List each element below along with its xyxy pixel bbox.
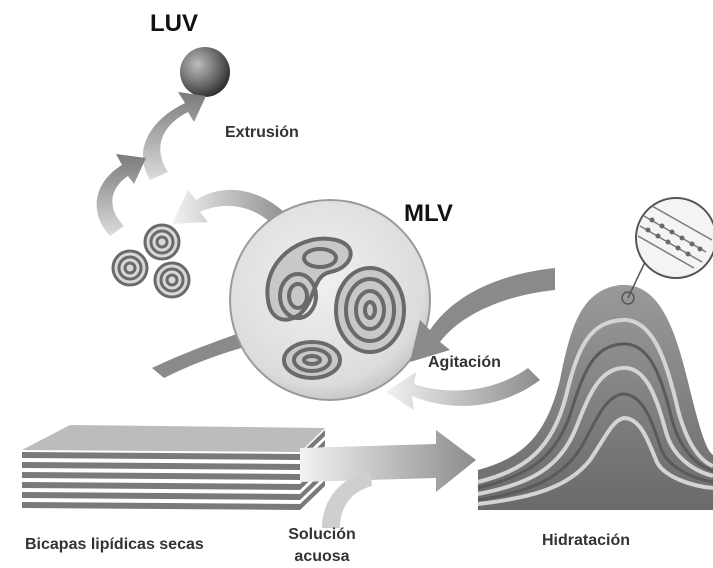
- aqueous-solution-line2: acuosa: [287, 546, 357, 568]
- mlv-label: MLV: [404, 200, 453, 228]
- small-vesicles: [113, 225, 189, 297]
- aqueous-solution-line1: Solución: [287, 524, 357, 546]
- agitation-label: Agitación: [428, 354, 501, 372]
- extrusion-label: Extrusión: [225, 124, 299, 142]
- dry-bilayer-stack: [22, 425, 325, 510]
- hydration-label: Hidratación: [542, 532, 630, 550]
- aqueous-solution-label: Solución acuosa: [287, 524, 357, 568]
- hydrated-bilayers: [478, 285, 713, 510]
- dry-bilayers-label: Bicapas lipídicas secas: [25, 536, 204, 554]
- mlv-sphere: [230, 200, 430, 400]
- luv-label: LUV: [150, 10, 198, 38]
- aqueous-solution-arrow: [300, 430, 476, 492]
- luv-sphere: [180, 47, 230, 97]
